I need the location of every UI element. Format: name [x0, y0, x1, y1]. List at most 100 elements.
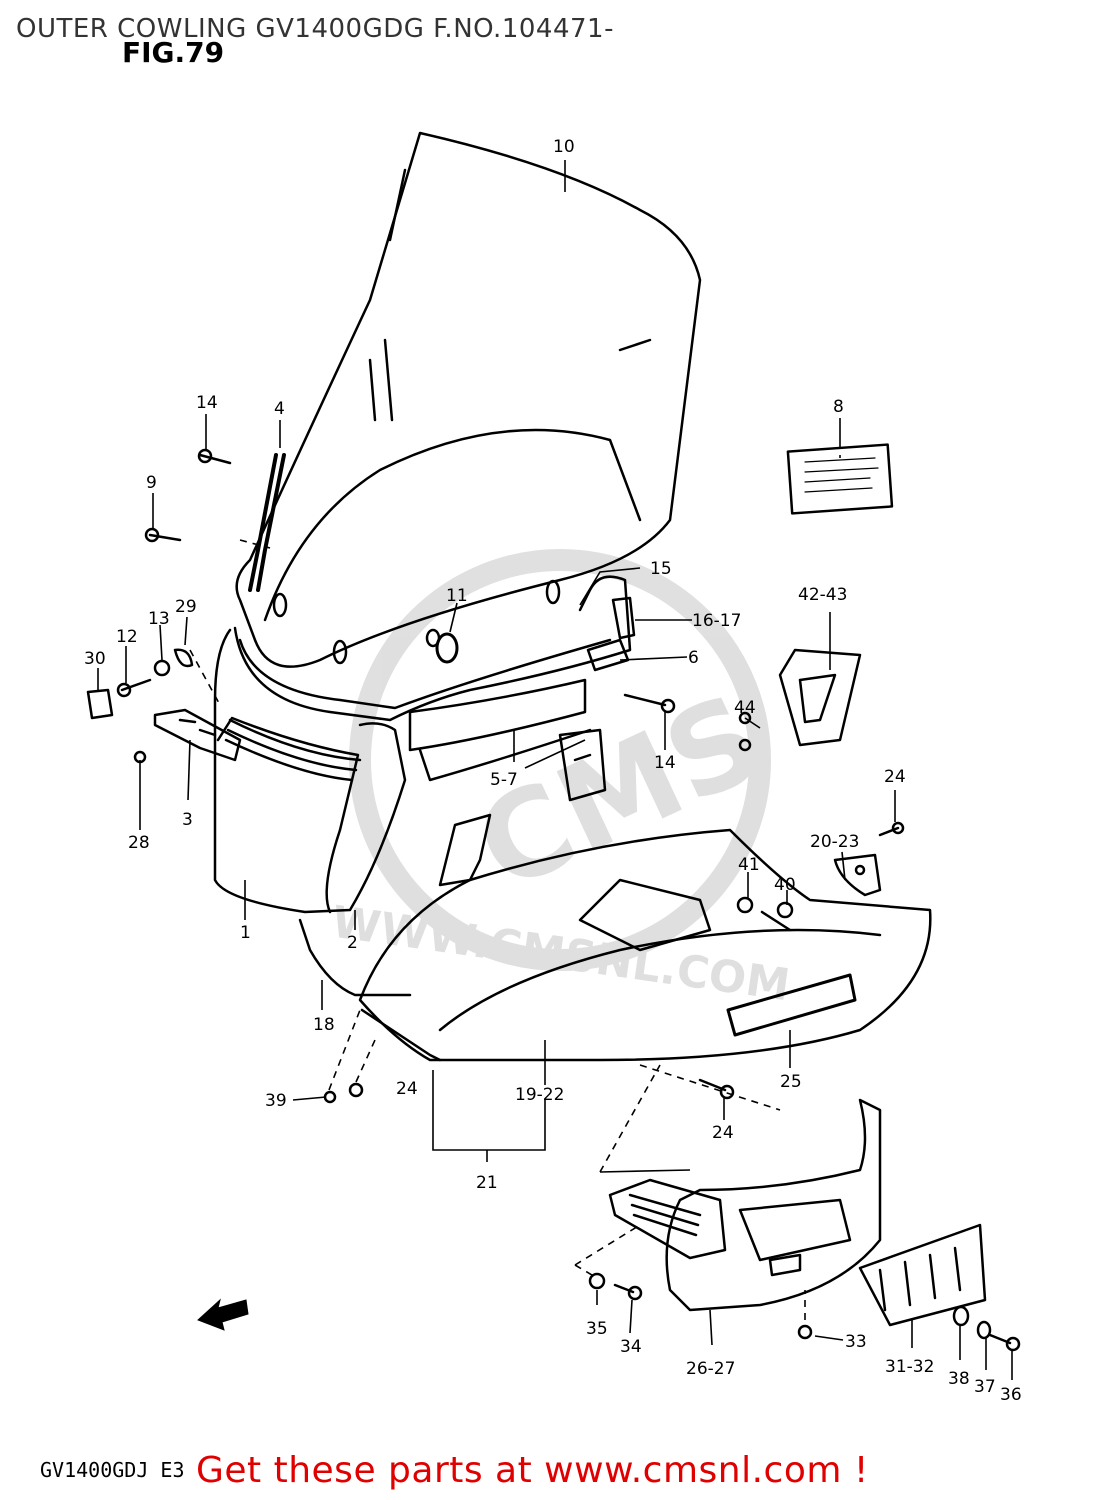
- part-label: 31-32: [885, 1357, 934, 1377]
- part-label: 37: [974, 1377, 996, 1397]
- part-label: 3: [182, 810, 193, 830]
- caution-decal: [786, 443, 894, 515]
- washer: [736, 896, 754, 914]
- inner-panel-strip: [418, 728, 592, 782]
- grommet: [425, 628, 441, 648]
- bolt-head: [738, 711, 752, 725]
- part-label: 10: [553, 137, 575, 157]
- part-label: 13: [148, 609, 170, 629]
- cta-link[interactable]: Get these parts at www.cmsnl.com !: [196, 1450, 869, 1491]
- part-label: 9: [146, 473, 157, 493]
- inner-panel: [408, 678, 587, 752]
- windscreen-inner-edge: [263, 428, 642, 622]
- grommet: [435, 632, 459, 664]
- part-label: 30: [84, 649, 106, 669]
- bracket: [438, 813, 492, 887]
- bolt-head: [116, 682, 132, 698]
- bolt: [148, 453, 232, 542]
- part-label: 40: [774, 875, 796, 895]
- bolt-head: [144, 527, 160, 543]
- headlight-lens: [216, 716, 360, 914]
- vent-grille-right: [858, 1223, 987, 1327]
- bolt-head: [738, 738, 752, 752]
- part-label: 16-17: [692, 611, 741, 631]
- lower-right-slot: [768, 1253, 802, 1277]
- part-label: 28: [128, 833, 150, 853]
- windscreen: [235, 131, 702, 668]
- bracket: [558, 728, 607, 802]
- screen-hole: [545, 579, 561, 605]
- part-label: 20-23: [810, 832, 859, 852]
- lower-fairing: [358, 828, 932, 1062]
- vent-grille-right-slat: [878, 1246, 962, 1312]
- part-label: 33: [845, 1332, 867, 1352]
- cover-plate-hole: [854, 864, 866, 876]
- caution-decal-text: [804, 457, 879, 493]
- part-label: 19-22: [515, 1085, 564, 1105]
- bolt: [120, 678, 152, 692]
- part-label: 41: [738, 855, 760, 875]
- bolt-head: [348, 1082, 364, 1098]
- windscreen-streak: [368, 168, 652, 422]
- bolt-head: [660, 698, 676, 714]
- washer: [976, 1320, 992, 1340]
- part-label: 12: [116, 627, 138, 647]
- part-label: 35: [586, 1319, 608, 1339]
- part-label: 1: [240, 923, 251, 943]
- bolt: [760, 910, 792, 932]
- washer: [588, 1272, 606, 1290]
- nut: [153, 659, 171, 677]
- bolt-head: [627, 1285, 643, 1301]
- bolt: [878, 826, 900, 837]
- bolt: [623, 693, 667, 707]
- part-label: 26-27: [686, 1359, 735, 1379]
- grommet: [173, 648, 194, 668]
- lower-right-window: [738, 1198, 852, 1262]
- figure-number: FIG.79: [122, 36, 225, 69]
- bolt-head: [891, 821, 905, 835]
- part-label: 24: [396, 1079, 418, 1099]
- vent-grille-left: [608, 1178, 727, 1260]
- bolt-head: [197, 448, 213, 464]
- washer: [952, 1305, 970, 1327]
- vent-grille-left-slat: [628, 1193, 702, 1237]
- part-label: 34: [620, 1337, 642, 1357]
- cover-plate: [833, 853, 882, 897]
- part-label: 6: [688, 648, 699, 668]
- bolt-head: [797, 1324, 813, 1340]
- side-bracket-cutout: [798, 673, 837, 724]
- part-label: 39: [265, 1091, 287, 1111]
- part-label: 5-7: [490, 770, 518, 790]
- suzuki-emblem: [726, 973, 857, 1037]
- mirror-bracket: [153, 708, 242, 762]
- bolt-head: [776, 901, 794, 919]
- part-label: 29: [175, 597, 197, 617]
- trim-strip: [248, 453, 286, 592]
- part-label: 38: [948, 1369, 970, 1389]
- part-label: 42-43: [798, 585, 847, 605]
- lower-right-cover: [665, 1098, 882, 1312]
- rubber-mount: [86, 688, 114, 720]
- side-bracket: [778, 648, 862, 747]
- upper-cowling-lip: [238, 638, 612, 710]
- part-label: 11: [446, 586, 468, 606]
- lower-fairing-stripe: [438, 928, 882, 1032]
- side-panel: [298, 918, 412, 997]
- part-label: 36: [1000, 1385, 1022, 1405]
- front-direction-arrow: [197, 1298, 249, 1331]
- bolt-head: [1005, 1336, 1021, 1352]
- part-label: 14: [196, 393, 218, 413]
- upper-cowling: [233, 575, 632, 722]
- part-labels: 10 8 14 4 9 15 11 13 29 12 30 16-17 42-4…: [84, 137, 1022, 1405]
- part-label: 2: [347, 933, 358, 953]
- part-label: 8: [833, 397, 844, 417]
- leader-lines: [97, 160, 1013, 1380]
- model-code: GV1400GDJ E3: [40, 1458, 185, 1482]
- page-title: OUTER COWLING GV1400GDG F.NO.104471-: [16, 14, 614, 44]
- part-label: 25: [780, 1072, 802, 1092]
- part-label: 24: [712, 1123, 734, 1143]
- part-label: 4: [274, 399, 285, 419]
- screen-hole: [332, 639, 348, 665]
- retainer-clip: [611, 596, 636, 640]
